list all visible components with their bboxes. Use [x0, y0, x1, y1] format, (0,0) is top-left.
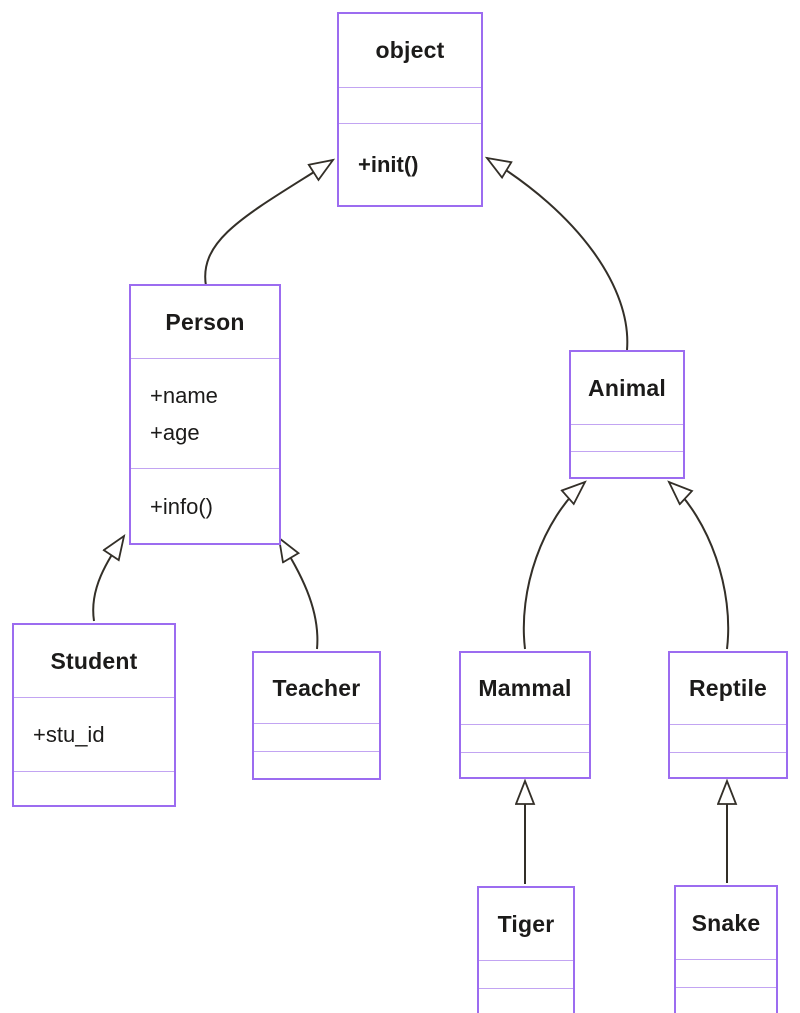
methods-section-reptile [670, 752, 786, 777]
method-item: +init() [358, 152, 419, 177]
class-box-animal: Animal [569, 350, 685, 479]
edge-reptile-to-animal [669, 482, 730, 650]
attributes-section-object [339, 87, 481, 123]
class-name-reptile: Reptile [688, 675, 768, 701]
class-box-mammal: Mammal [459, 651, 591, 779]
methods-section-student [14, 771, 174, 805]
attributes-section-animal [571, 424, 683, 451]
class-box-teacher: Teacher [252, 651, 381, 780]
attributes-section-snake [676, 959, 776, 987]
class-name-animal: Animal [588, 374, 666, 401]
edge-student-to-person [92, 536, 124, 622]
attributes-section-teacher [254, 723, 379, 751]
class-name-snake: Snake [691, 909, 761, 936]
class-name-object: object [375, 37, 445, 63]
class-box-student: Student +stu_id [12, 623, 176, 807]
attributes-section-tiger [479, 960, 573, 988]
attribute-item: +stu_id [33, 722, 105, 747]
class-box-reptile: Reptile [668, 651, 788, 779]
edge-person-to-object [204, 160, 333, 287]
attributes-section-mammal [461, 724, 589, 752]
class-name-mammal: Mammal [478, 675, 572, 701]
class-name-person: Person [165, 308, 245, 335]
class-box-snake: Snake [674, 885, 778, 1013]
methods-section-animal [571, 451, 683, 477]
edge-animal-to-object [487, 158, 629, 351]
methods-section-teacher [254, 751, 379, 778]
class-name-tiger: Tiger [497, 910, 555, 937]
method-item: +info() [150, 493, 213, 519]
edge-teacher-to-person [279, 538, 319, 650]
class-box-tiger: Tiger [477, 886, 575, 1013]
class-name-student: Student [50, 647, 138, 674]
edge-mammal-to-animal [522, 482, 585, 650]
class-name-teacher: Teacher [272, 674, 361, 701]
methods-section-mammal [461, 752, 589, 777]
class-box-object: object +init() [337, 12, 483, 207]
attribute-item: +name [150, 382, 218, 408]
methods-section-person: +info() [131, 468, 279, 543]
attributes-section-person: +name +age [131, 358, 279, 468]
methods-section-snake [676, 987, 776, 1013]
attribute-item: +age [150, 419, 200, 445]
attributes-section-student: +stu_id [14, 697, 174, 771]
methods-section-tiger [479, 988, 573, 1013]
class-box-person: Person +name +age +info() [129, 284, 281, 545]
attributes-section-reptile [670, 724, 786, 752]
methods-section-object: +init() [339, 123, 481, 205]
